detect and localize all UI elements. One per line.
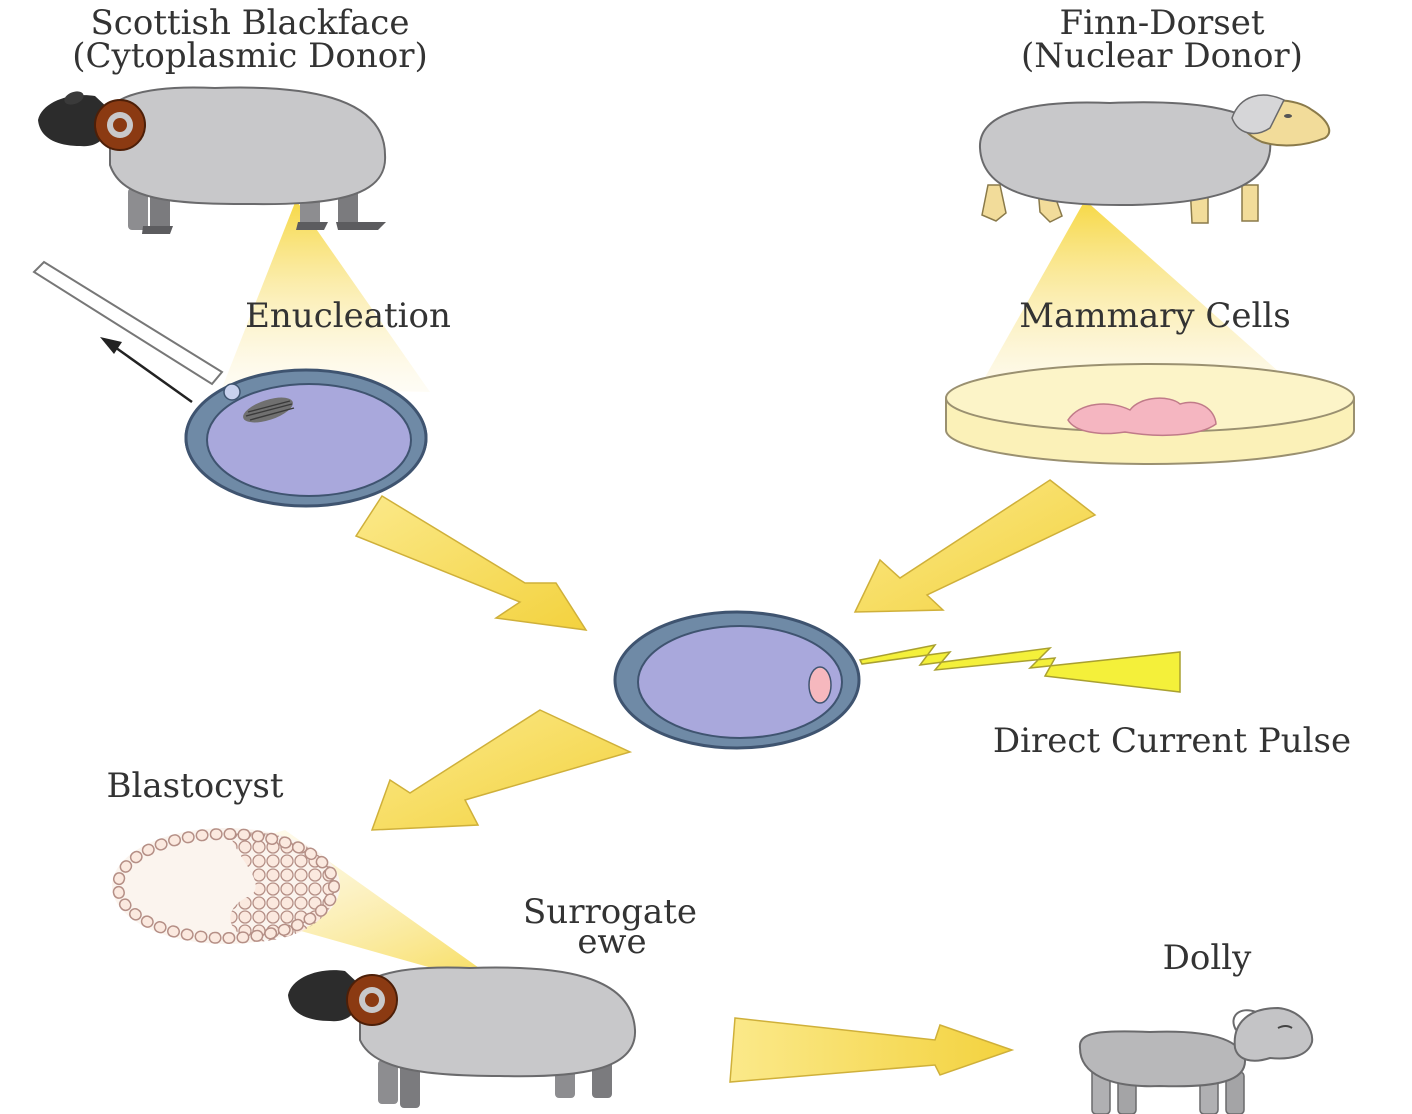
arrow-fusion-to-blastocyst <box>372 710 630 830</box>
nuclear-donor-role-label: (Nuclear Donor) <box>1021 36 1303 76</box>
lightning-bolt-icon <box>860 645 1180 692</box>
blastocyst-icon <box>112 828 340 944</box>
finn-dorset-sheep-icon <box>980 95 1329 223</box>
enucleated-egg-icon <box>186 370 426 506</box>
surrogate-label-line2: ewe <box>577 922 646 962</box>
arrow-surrogate-to-dolly <box>730 1018 1012 1082</box>
mammary-cells-label: Mammary Cells <box>1019 296 1290 336</box>
scottish-blackface-sheep-icon <box>38 88 386 234</box>
micropipette-icon <box>34 262 222 402</box>
arrow-egg-to-fusion <box>356 496 586 630</box>
dolly-lamb-icon <box>1080 1008 1312 1114</box>
dolly-label: Dolly <box>1163 938 1252 978</box>
fused-cell-icon <box>615 612 859 748</box>
enucleation-label: Enucleation <box>245 296 451 336</box>
direct-current-pulse-label: Direct Current Pulse <box>993 721 1351 761</box>
petri-dish-icon <box>946 364 1354 464</box>
cytoplasmic-donor-role-label: (Cytoplasmic Donor) <box>72 36 428 76</box>
arrow-cells-to-fusion <box>855 480 1095 612</box>
surrogate-ewe-icon <box>288 967 635 1108</box>
blastocyst-label: Blastocyst <box>106 766 283 806</box>
